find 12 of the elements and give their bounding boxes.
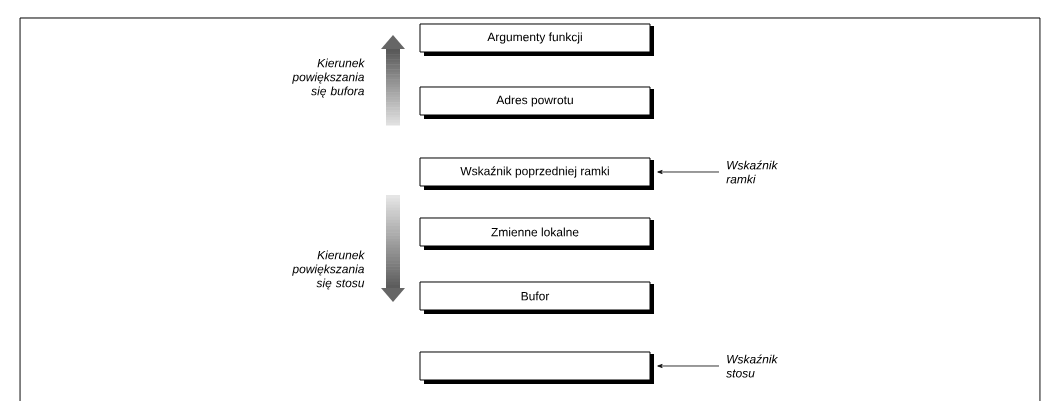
direction-label: Kierunek powiększania się bufora (292, 58, 365, 98)
stack-box: Wskaźnik poprzedniej ramki (419, 157, 654, 190)
stack-box: Bufor (419, 281, 654, 314)
stack-box: Argumenty funkcji (419, 23, 654, 56)
arrow (657, 364, 720, 368)
stack-box (419, 351, 654, 384)
pointer-label: Wskaźnik ramki (726, 160, 779, 184)
direction-label: Kierunek powiększania się stosu (292, 250, 365, 290)
stack-box: Zmienne lokalne (419, 217, 654, 250)
arrow (657, 170, 720, 174)
pointer-label: Wskaźnik stosu (726, 354, 779, 378)
stack-box: Adres powrotu (419, 86, 654, 119)
